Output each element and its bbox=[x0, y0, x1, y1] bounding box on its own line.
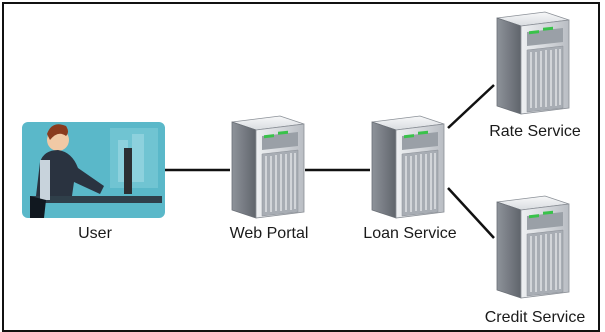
rate-service-label: Rate Service bbox=[489, 123, 581, 140]
rate-service-server-icon bbox=[496, 11, 570, 115]
user-label: User bbox=[78, 225, 112, 242]
loan-service-label: Loan Service bbox=[363, 225, 456, 242]
web-portal-server-icon bbox=[231, 115, 305, 219]
credit-service-server-icon bbox=[496, 195, 570, 299]
loan-service-server-icon bbox=[371, 115, 445, 219]
credit-service-label: Credit Service bbox=[485, 309, 586, 326]
edge-loan-rate bbox=[447, 84, 495, 129]
edge-loan-credit bbox=[447, 187, 495, 239]
web-portal-label: Web Portal bbox=[230, 225, 309, 242]
user-illustration bbox=[22, 122, 165, 218]
